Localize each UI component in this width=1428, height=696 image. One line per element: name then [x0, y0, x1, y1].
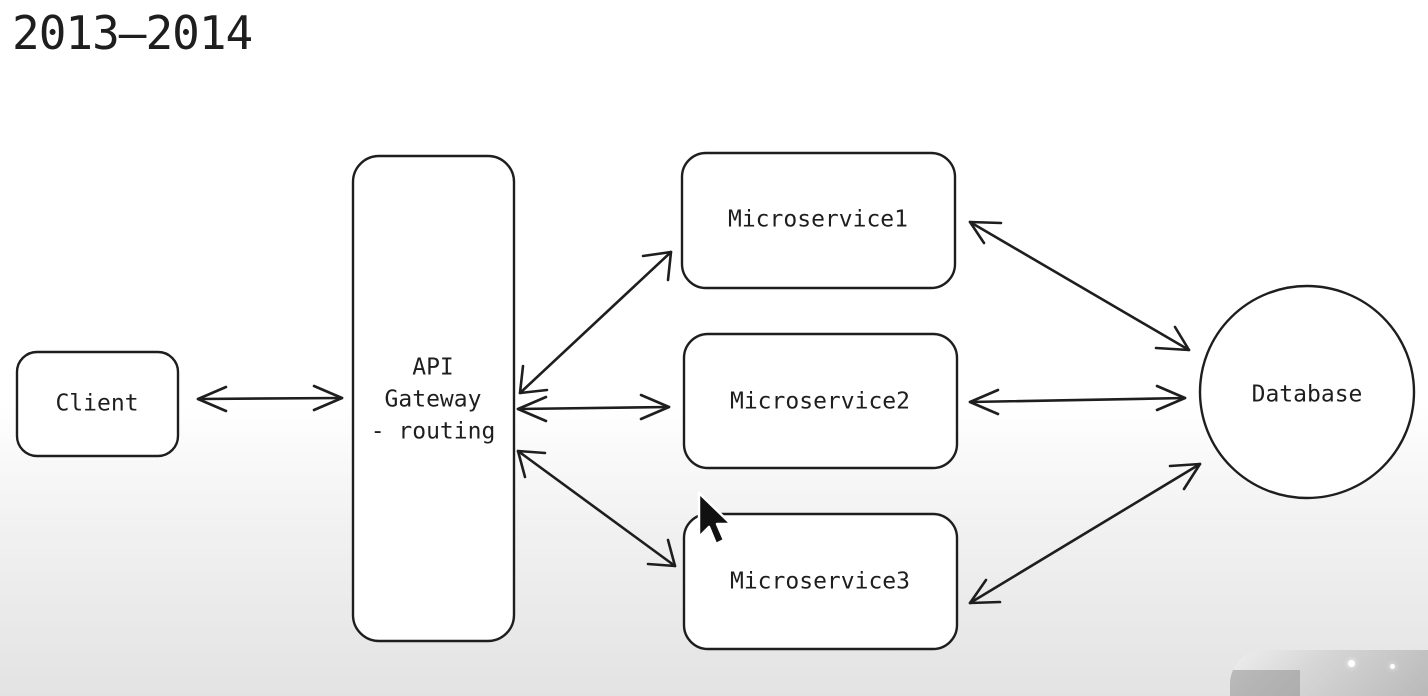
light-spot-icon	[1390, 664, 1395, 669]
webcam-shadow	[1230, 670, 1300, 696]
edge-client-gateway	[196, 384, 344, 413]
edge-microservice3-database	[968, 462, 1202, 605]
node-microservice3: Microservice3	[682, 512, 959, 651]
node-microservice1: Microservice1	[680, 151, 957, 290]
node-api-gateway-label-line2: Gateway	[385, 387, 482, 413]
node-client: Client	[15, 350, 180, 458]
edges	[196, 220, 1202, 605]
node-database: Database	[1198, 284, 1416, 500]
edge-gateway-microservice2	[516, 393, 671, 423]
diagram-title: 2013–2014	[12, 6, 253, 60]
edge-microservice1-database	[968, 220, 1191, 352]
node-microservice1-label: Microservice1	[728, 207, 908, 233]
node-api-gateway-label-line1: API	[412, 355, 454, 381]
node-microservice3-label: Microservice3	[730, 569, 910, 595]
edge-microservice2-database	[968, 384, 1187, 416]
node-microservice2-label: Microservice2	[730, 389, 910, 415]
light-spot-icon	[1348, 660, 1355, 667]
node-microservice2: Microservice2	[682, 332, 959, 470]
node-api-gateway: API Gateway - routing	[351, 154, 516, 643]
node-database-label: Database	[1252, 382, 1363, 408]
node-client-label: Client	[55, 391, 138, 417]
mouse-cursor-icon	[697, 491, 733, 546]
edge-gateway-microservice1	[518, 250, 673, 395]
webcam-preview	[1230, 650, 1428, 696]
node-api-gateway-label-line3: - routing	[371, 419, 496, 445]
edge-gateway-microservice3	[516, 449, 677, 568]
